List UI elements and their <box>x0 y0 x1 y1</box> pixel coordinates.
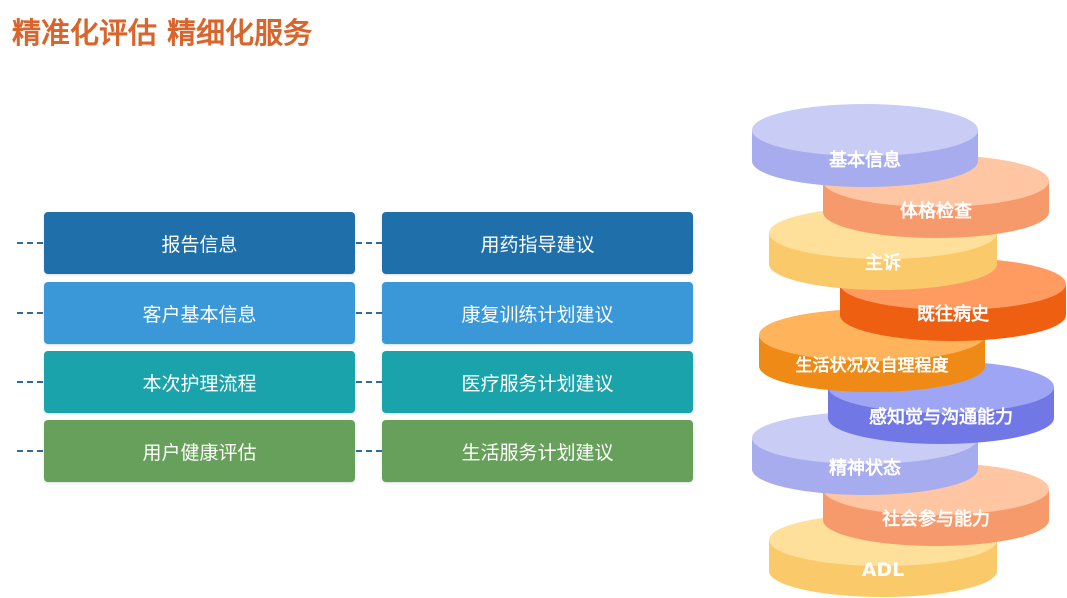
disc-9: 基本信息 <box>752 104 978 187</box>
disc-label: ADL <box>862 559 905 581</box>
page-title: 精准化评估 精细化服务 <box>12 16 313 50</box>
health-assessment-box: 用户健康评估 <box>44 420 355 482</box>
connector-dash <box>17 242 43 244</box>
life-service-plan-box: 生活服务计划建议 <box>382 420 693 482</box>
box-label: 用药指导建议 <box>480 233 595 256</box>
disc-label: 体格检查 <box>900 200 972 222</box>
disc-label: 社会参与能力 <box>882 508 990 530</box>
disc-label: 感知觉与沟通能力 <box>869 406 1013 428</box>
customer-basic-info-box: 客户基本信息 <box>44 282 355 344</box>
box-label: 用户健康评估 <box>142 441 257 464</box>
connector-dash <box>356 312 382 314</box>
care-process-box: 本次护理流程 <box>44 351 355 413</box>
box-label: 本次护理流程 <box>142 372 257 395</box>
disc-label: 主诉 <box>865 252 901 274</box>
connector-dash <box>17 381 43 383</box>
connector-dash <box>356 242 382 244</box>
report-info-box: 报告信息 <box>44 212 355 274</box>
box-label: 生活服务计划建议 <box>461 441 614 464</box>
connector-dash <box>17 312 43 314</box>
disc-top <box>752 104 978 156</box>
box-label: 报告信息 <box>161 233 238 256</box>
disc-label: 既往病史 <box>917 303 990 325</box>
connector-dash <box>17 450 43 452</box>
box-label: 康复训练计划建议 <box>461 303 614 326</box>
box-label: 医疗服务计划建议 <box>461 372 614 395</box>
box-label: 客户基本信息 <box>142 303 257 326</box>
medical-service-plan-box: 医疗服务计划建议 <box>382 351 693 413</box>
disc-label: 生活状况及自理程度 <box>796 355 950 376</box>
disc-label: 基本信息 <box>828 149 901 171</box>
connector-dash <box>356 381 382 383</box>
rehab-plan-box: 康复训练计划建议 <box>382 282 693 344</box>
connector-dash <box>356 450 382 452</box>
medication-advice-box: 用药指导建议 <box>382 212 693 274</box>
disc-label: 精神状态 <box>829 457 901 479</box>
